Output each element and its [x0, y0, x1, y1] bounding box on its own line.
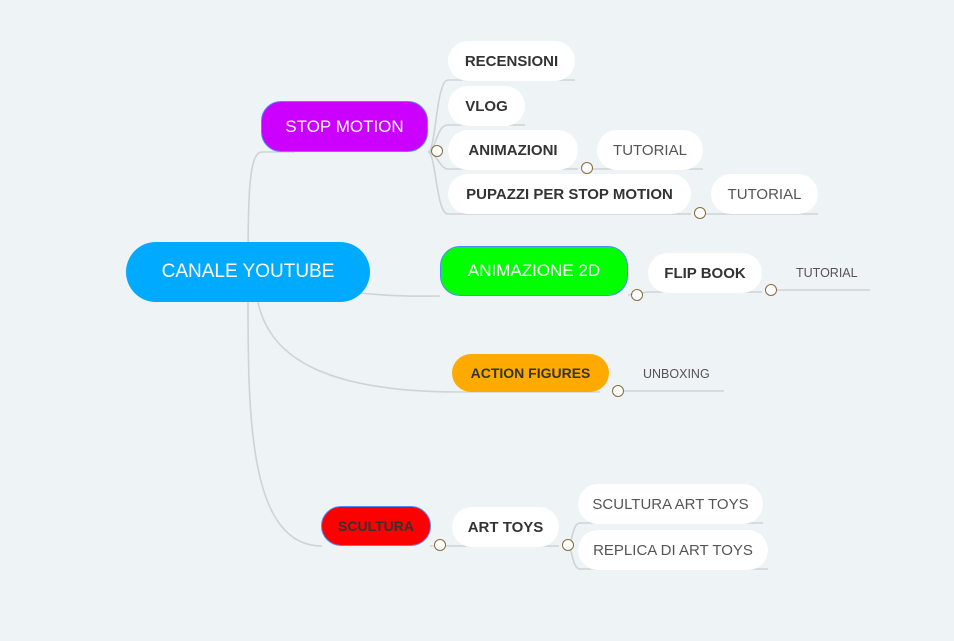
node-flip-book-tutorial[interactable]: TUTORIAL [796, 266, 858, 280]
collapse-toggle-stop-motion[interactable] [431, 145, 443, 157]
node-animazioni-tutorial[interactable]: TUTORIAL [597, 130, 703, 170]
collapse-toggle-animazioni[interactable] [581, 162, 593, 174]
collapse-toggle-flip-book[interactable] [765, 284, 777, 296]
branch-action-figures[interactable]: ACTION FIGURES [452, 354, 609, 392]
node-art-toys[interactable]: ART TOYS [452, 507, 559, 547]
node-unboxing[interactable]: UNBOXING [643, 367, 710, 381]
branch-stop-motion[interactable]: STOP MOTION [261, 101, 428, 152]
node-replica-art-toys[interactable]: REPLICA DI ART TOYS [578, 530, 768, 570]
node-flip-book[interactable]: FLIP BOOK [648, 253, 762, 293]
node-recensioni[interactable]: RECENSIONI [448, 41, 575, 81]
connector-line [359, 292, 441, 297]
collapse-toggle-action-figures[interactable] [612, 385, 624, 397]
collapse-toggle-animazione-2d[interactable] [631, 289, 643, 301]
branch-animazione-2d[interactable]: ANIMAZIONE 2D [440, 246, 628, 296]
node-animazioni[interactable]: ANIMAZIONI [448, 130, 578, 170]
node-pupazzi-stop-motion[interactable]: PUPAZZI PER STOP MOTION [448, 174, 691, 214]
collapse-toggle-pupazzi[interactable] [694, 207, 706, 219]
node-pupazzi-tutorial[interactable]: TUTORIAL [711, 174, 818, 214]
branch-scultura[interactable]: SCULTURA [321, 506, 431, 546]
connector-line [247, 301, 323, 547]
collapse-toggle-scultura[interactable] [434, 539, 446, 551]
node-scultura-art-toys[interactable]: SCULTURA ART TOYS [578, 484, 763, 524]
node-vlog[interactable]: VLOG [448, 86, 525, 126]
collapse-toggle-art-toys[interactable] [562, 539, 574, 551]
root-node[interactable]: CANALE YOUTUBE [126, 242, 370, 302]
